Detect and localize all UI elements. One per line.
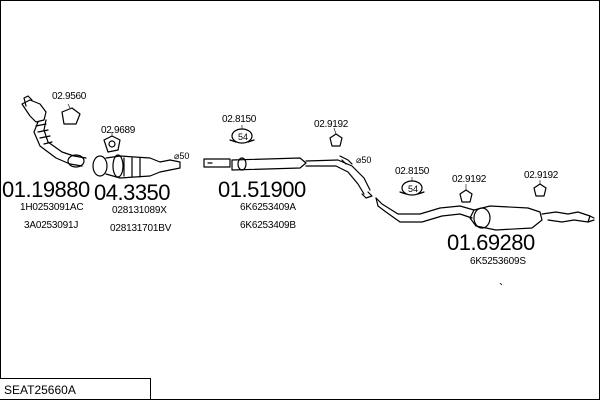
mid-pipe-shape xyxy=(339,155,353,165)
bracket-icon-right-02-9192 xyxy=(533,183,547,197)
diameter-label: ⌀50 xyxy=(174,151,190,161)
oem-number: 028131701BV xyxy=(110,223,172,234)
leader-lines xyxy=(67,103,541,190)
front-pipe-shape xyxy=(21,95,87,168)
clamp-size-label-right: 54 xyxy=(408,184,419,194)
dot-mark xyxy=(499,282,503,286)
accessory-label: 02.9689 xyxy=(101,125,136,136)
oem-number: 3A0253091J xyxy=(24,220,79,231)
oem-number: 6K6253409A xyxy=(240,202,296,213)
diagram-id: SEAT25660A xyxy=(4,383,76,397)
diagram-id-box: SEAT25660A xyxy=(0,378,151,399)
bracket-icon-left-02-9192 xyxy=(329,133,343,147)
bracket-icon-mid-02-9192 xyxy=(459,189,473,203)
part-number: 01.51900 xyxy=(218,177,306,202)
gasket-icon-02-9560 xyxy=(61,107,81,125)
clamp-size-label-left: 54 xyxy=(238,132,249,142)
accessory-label: 02.9192 xyxy=(452,174,487,185)
oem-number: 028131089X xyxy=(112,205,167,216)
accessory-label: 02.9192 xyxy=(314,119,349,130)
centre-silencer-shape xyxy=(231,157,373,199)
part-number: 04.3350 xyxy=(94,180,171,205)
oem-number: 1H0253091AC xyxy=(20,202,84,213)
gasket-icon-02-9689 xyxy=(103,135,121,153)
part-number: 01.19880 xyxy=(2,177,90,202)
accessory-label: 02.8150 xyxy=(222,114,257,125)
rear-silencer-shape xyxy=(375,197,595,231)
part-number: 01.69280 xyxy=(447,230,535,255)
oem-number: 6K5253609S xyxy=(470,256,526,267)
accessory-label: 02.8150 xyxy=(395,166,430,177)
oem-number: 6K6253409B xyxy=(240,220,296,231)
connector-pipe-shape xyxy=(203,158,231,168)
diameter-label: ⌀50 xyxy=(356,155,372,165)
accessory-label: 02.9192 xyxy=(524,170,559,181)
catalytic-converter-shape xyxy=(92,154,181,179)
accessory-label: 02.9560 xyxy=(52,91,87,102)
